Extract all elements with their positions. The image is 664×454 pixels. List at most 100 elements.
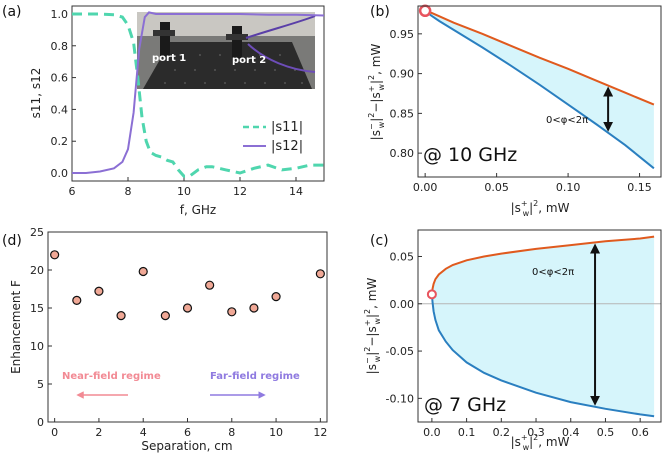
panel-a-xtick-label-1: 8 <box>125 185 132 198</box>
data-point-0 <box>50 250 60 260</box>
panel-c-xtick-label-1: 0.1 <box>458 426 476 439</box>
panel-c-phase-region <box>431 236 655 417</box>
panel-d-ytick-label-4: 20 <box>30 264 44 277</box>
panel-c-xtick-label-4: 0.4 <box>562 426 580 439</box>
panel-c-label: (c) <box>370 233 389 249</box>
data-point-4 <box>138 266 148 277</box>
panel-d-ylabel: Enhancement F <box>9 280 23 374</box>
data-point-8 <box>227 307 237 317</box>
panel-b-phase-label: 0<φ<2π <box>546 115 588 126</box>
panel-a-ytick-label-5: 1.0 <box>51 8 69 21</box>
data-point-11 <box>315 269 325 279</box>
near-field-label: Near-field regime <box>62 371 161 382</box>
data-point-10 <box>271 292 281 302</box>
panel-a-xlabel: f, GHz <box>180 203 216 217</box>
legend-s12-label: |s12| <box>271 139 303 154</box>
panel-b-xtick-label-2: 0.10 <box>556 181 581 194</box>
panel-b-xtick-label-1: 0.05 <box>484 181 509 194</box>
panel-c-xtick-label-2: 0.2 <box>493 426 511 439</box>
panel-a-ytick-label-2: 0.4 <box>51 103 69 116</box>
panel-d-xtick-label-3: 6 <box>184 426 191 439</box>
data-point-7 <box>205 280 215 290</box>
photo-port2-mount <box>232 26 242 58</box>
s11-series-line <box>72 12 324 178</box>
panel-d-xtick-label-2: 4 <box>140 426 147 439</box>
panel-d-xtick-label-5: 10 <box>269 426 283 439</box>
panel-d-ytick-label-0: 0 <box>37 416 44 429</box>
panel-c-ticks: 0.0 0.1 0.2 0.3 0.4 0.5 0.6 -0.10 -0.05 0.00 0.05 <box>386 250 649 439</box>
panel-b-ytick-label-3: 0.95 <box>390 28 415 41</box>
panel-b-ytick-label-0: 0.80 <box>390 147 415 160</box>
data-point-9 <box>249 303 259 313</box>
panel-a-xtick-label-4: 14 <box>289 185 303 198</box>
panel-c-upper-curve <box>430 235 655 295</box>
panel-d-ytick-label-5: 25 <box>30 226 44 239</box>
panel-a-ytick-label-0: 0.0 <box>51 167 69 180</box>
panel-c-xtick-label-6: 0.6 <box>631 426 649 439</box>
panel-a-ytick-label-4: 0.8 <box>51 40 69 53</box>
panel-d-xlabel: Separation, cm <box>141 439 232 453</box>
panel-c-start-marker <box>426 289 437 300</box>
photo-port1-mount <box>160 22 170 56</box>
panel-c-ylabel: |s−w|2−|s+w|2, mW <box>363 278 382 375</box>
photo-port2-arm <box>226 34 248 40</box>
panel-a-xtick-label-3: 12 <box>233 185 247 198</box>
panel-c-ytick-label-3: 0.05 <box>390 250 415 263</box>
panel-d-ytick-label-3: 15 <box>30 302 44 315</box>
panel-a-frame <box>71 5 325 182</box>
photo-label-port1: port 1 <box>152 53 186 64</box>
photo-cable-1 <box>245 15 316 39</box>
s12-series-line <box>72 11 325 174</box>
panel-b-annotation: @ 10 GHz <box>423 144 517 166</box>
panel-a-legend: |s11| |s12| <box>243 120 303 154</box>
panel-b-ytick-label-1: 0.85 <box>390 107 415 120</box>
data-point-1 <box>72 295 82 305</box>
legend-s11-label: |s11| <box>271 120 303 135</box>
panel-d-frame <box>47 231 328 423</box>
panel-b-xlabel: |s+w|2, mW <box>511 199 570 218</box>
panel-c-xtick-label-3: 0.3 <box>527 426 545 439</box>
panel-a-ytick-label-3: 0.6 <box>51 72 69 85</box>
data-point-5 <box>160 311 170 321</box>
panel-b-frame <box>417 5 662 178</box>
panel-d-label: (d) <box>2 233 22 249</box>
panel-b-ylabel: |s−w|2−|s+w|2, mW <box>367 44 386 141</box>
data-point-6 <box>182 303 193 313</box>
panel-c-xtick-label-0: 0.0 <box>423 426 441 439</box>
panel-c-ytick-label-1: -0.05 <box>386 345 414 358</box>
photo-port1-arm <box>153 30 175 36</box>
panel-c-xtick-label-5: 0.5 <box>597 426 615 439</box>
panel-c-ytick-label-0: -0.10 <box>386 392 414 405</box>
panel-d-xtick-label-6: 12 <box>313 426 327 439</box>
panel-a-label: (a) <box>2 4 22 20</box>
panel-c-lower-curve <box>430 294 655 418</box>
panel-b-lower-curve <box>424 10 655 170</box>
far-field-label: Far-field regime <box>210 371 300 382</box>
panel-b-upper-curve <box>424 9 655 106</box>
panel-c-ytick-label-2: 0.00 <box>390 298 415 311</box>
panel-b-label: (b) <box>370 4 390 20</box>
photo-breadboard <box>143 42 312 89</box>
photo-label-port2: port 2 <box>232 55 266 66</box>
panel-a-xtick-label-2: 10 <box>177 185 191 198</box>
setup-photo: port 1 port 2 <box>137 12 316 89</box>
panel-c-annotation: @ 7 GHz <box>424 394 506 416</box>
panel-b-xtick-label-3: 0.15 <box>627 181 652 194</box>
panel-d-xtick-label-1: 2 <box>95 426 102 439</box>
panel-a-xtick-label-0: 6 <box>69 185 76 198</box>
panel-b-ytick-label-2: 0.90 <box>390 68 415 81</box>
panel-d-ytick-label-1: 5 <box>37 378 44 391</box>
data-point-2 <box>94 286 104 296</box>
panel-d-points <box>50 250 325 321</box>
panel-c-xlabel: |s+w|2, mW <box>511 433 570 452</box>
data-point-3 <box>116 311 126 321</box>
photo-cable-2 <box>247 43 316 73</box>
panel-d-xtick-label-0: 0 <box>51 426 58 439</box>
